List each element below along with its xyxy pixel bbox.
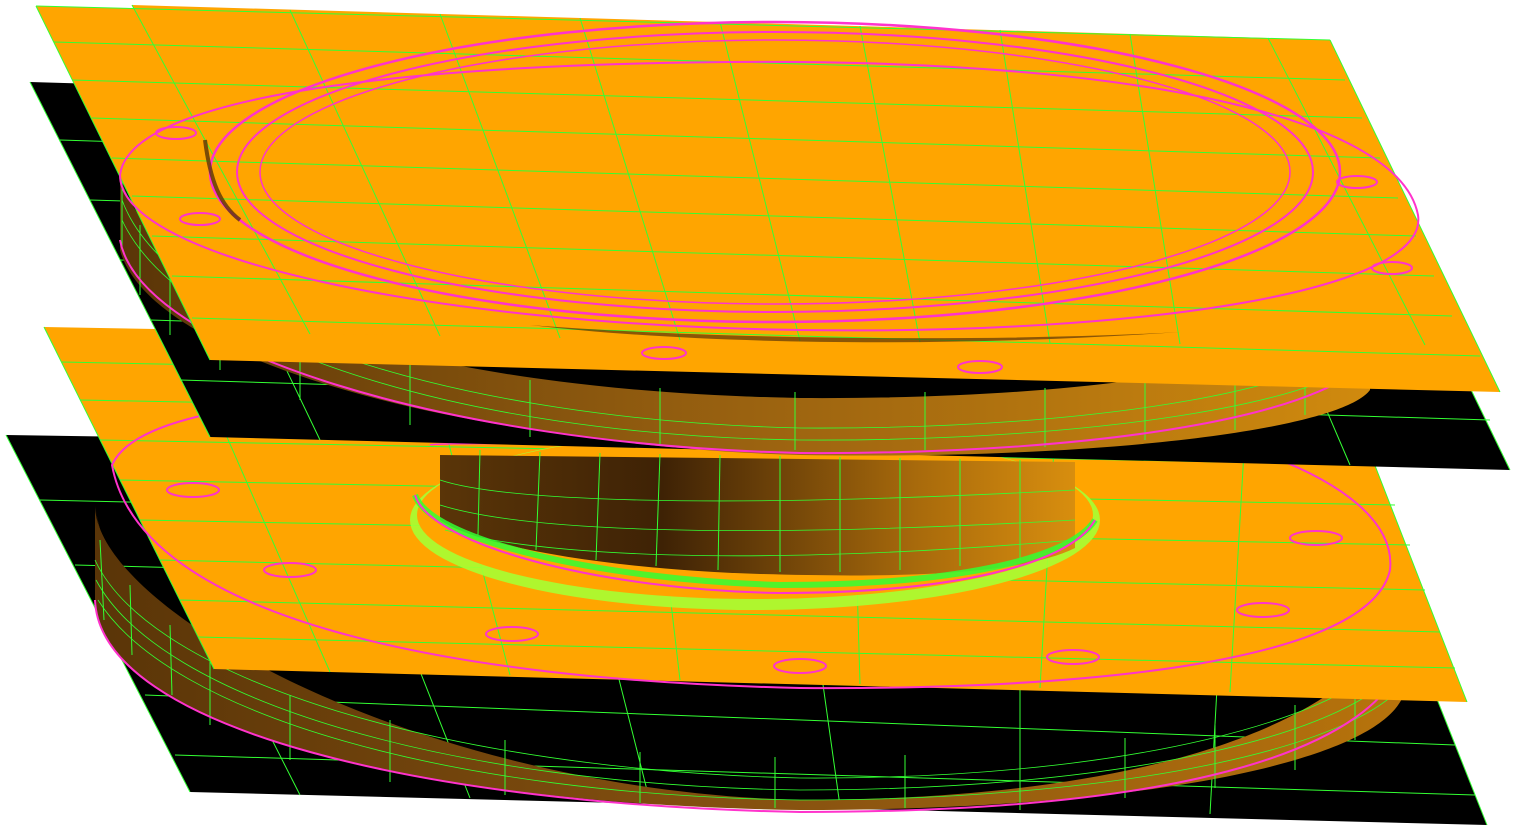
bolt-hole bbox=[166, 482, 220, 498]
bolt-hole bbox=[957, 360, 1003, 374]
bolt-hole bbox=[1289, 530, 1343, 546]
bolt-hole bbox=[641, 346, 687, 360]
bolt-hole bbox=[179, 212, 221, 226]
lower-boss bbox=[410, 430, 1100, 610]
bolt-hole bbox=[1336, 175, 1378, 189]
bolt-hole bbox=[773, 658, 827, 674]
bolt-hole bbox=[1236, 602, 1290, 618]
upper-orange-plane bbox=[35, 4, 1481, 357]
upper-bolt-holes bbox=[155, 126, 1413, 374]
lower-flange-body bbox=[94, 505, 1411, 814]
bolt-hole bbox=[485, 626, 539, 642]
lower-bolt-holes bbox=[166, 482, 1343, 674]
bolt-hole bbox=[155, 126, 197, 140]
bolt-hole bbox=[1046, 649, 1100, 665]
bolt-hole bbox=[263, 562, 317, 578]
bolt-hole bbox=[1371, 261, 1413, 275]
